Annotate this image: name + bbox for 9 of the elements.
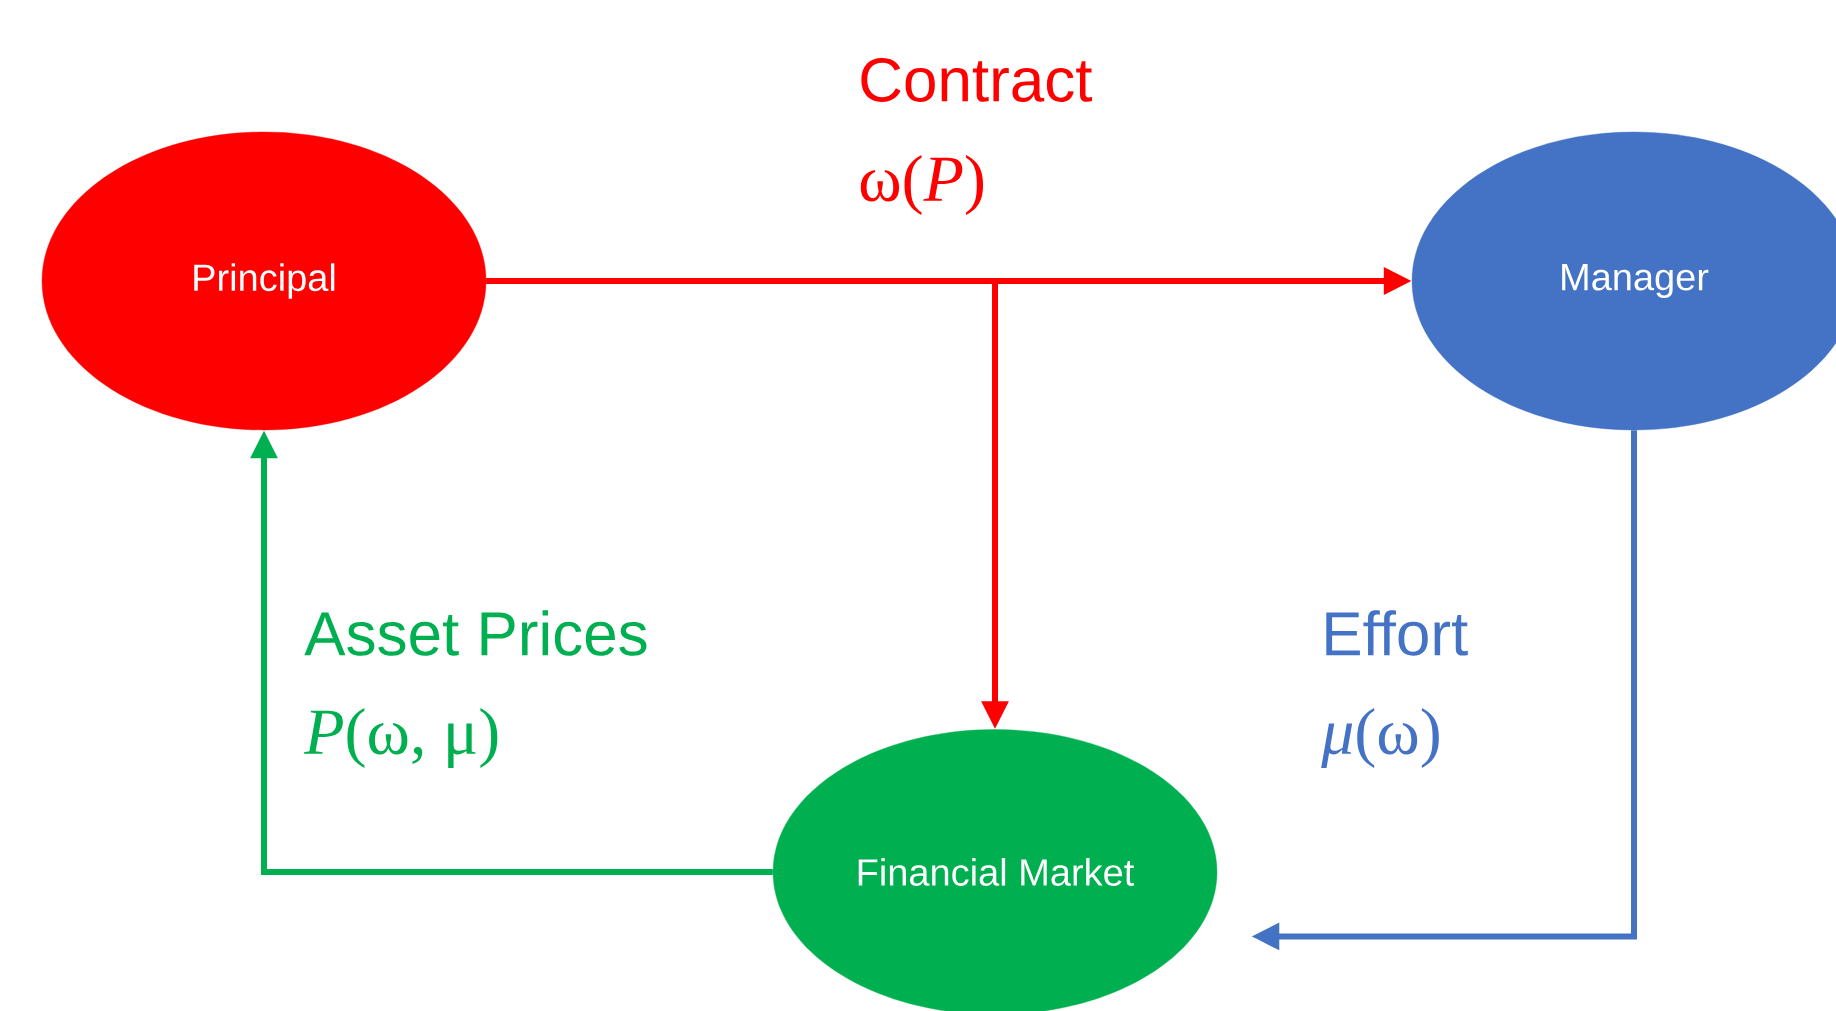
ellipse-node: Manager xyxy=(1411,131,1836,431)
formula-label: ω(P) xyxy=(860,155,983,215)
formula-label: P(ω, μ) xyxy=(303,708,498,768)
edge-label: Asset Prices xyxy=(304,610,647,656)
edge-label: Effort xyxy=(1326,610,1468,656)
ellipse-node: Financial Market xyxy=(772,729,1218,1011)
ellipse-node: Principal xyxy=(41,131,487,431)
edge-label: Contract xyxy=(861,58,1093,102)
formula-label: μ(ω) xyxy=(1321,708,1439,768)
